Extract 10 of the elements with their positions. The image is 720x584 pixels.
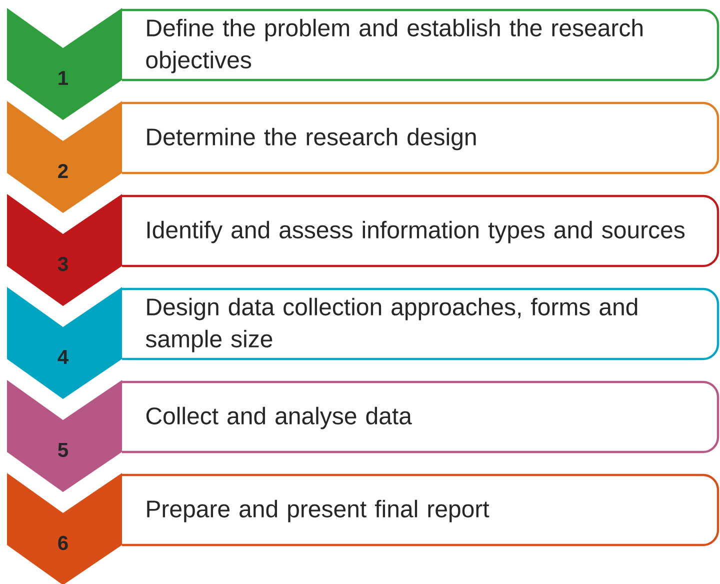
node-label: Identify and assess information types and sources [147,220,685,244]
step-box: 6 Prepare and present final report [7,473,720,584]
node-label: Define the problem and establish the research objectives [146,18,642,74]
step-box: 1 Define the problem and establish the research objectives [7,8,720,120]
step-box: 4 Design data collection approaches, forms and sample size [7,287,720,399]
node-label: Determine the research design [147,128,476,150]
step-box: 2 Determine the research design [7,101,720,213]
node-label: Prepare and present final report [147,500,490,522]
step-box: 5 Collect and analyse data [7,380,720,492]
node-label: Collect and analyse data [146,406,412,430]
